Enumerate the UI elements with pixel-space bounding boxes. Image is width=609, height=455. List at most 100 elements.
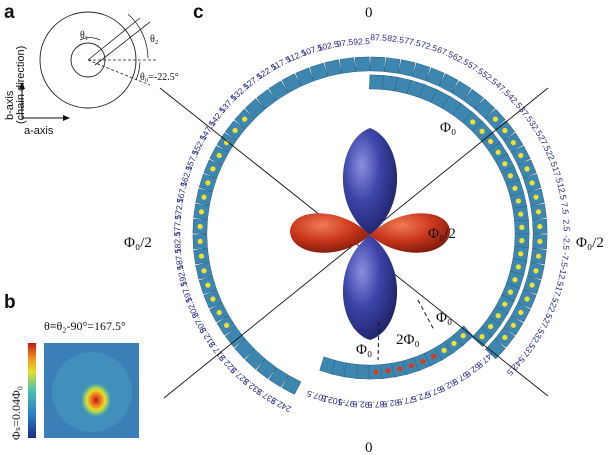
b-axis-label: b-axis <box>4 90 16 120</box>
inner-right-tile <box>514 233 530 249</box>
zero-bottom-label: 0 <box>365 440 373 455</box>
theta0-label: θ₀=-22.5° <box>140 72 179 83</box>
outer-angle-label: 187.5 <box>173 248 186 271</box>
outer-tile <box>216 315 237 336</box>
outer-right-tile <box>425 67 445 87</box>
outer-right-tile <box>398 59 416 77</box>
outer-right-tile <box>530 248 547 265</box>
outer-angle-label: 172.5 <box>173 197 186 220</box>
outer-tile <box>309 62 328 81</box>
outer-right-tile <box>511 145 531 166</box>
panel-b-letter: b <box>4 292 16 313</box>
outer-tile <box>268 367 289 388</box>
right-angle-label: 2.5 <box>561 219 572 232</box>
outer-tile <box>195 262 213 280</box>
lobe-left <box>290 213 370 253</box>
inner-right-tile <box>471 326 493 347</box>
outer-right-tile <box>523 276 542 295</box>
outer-right-tile <box>485 338 506 360</box>
outer-tile <box>256 358 277 380</box>
outer-angle-label: 97.5 <box>336 37 354 49</box>
right-angle-label: 7.5 <box>559 202 571 215</box>
right-angle-label: 12.5 <box>555 182 568 201</box>
outer-right-tile <box>503 132 524 153</box>
panel-b-title: θ≡θ₂-90°=167.5° <box>44 319 126 333</box>
inner-right-tile <box>500 166 520 186</box>
right-angle-label: -2.5 <box>561 235 572 250</box>
outer-right-tile <box>517 289 537 309</box>
dash-lower-right <box>417 299 435 331</box>
outer-right-tile <box>503 315 524 336</box>
outer-right-tile <box>527 188 545 206</box>
outer-right-tile <box>485 108 506 130</box>
outer-tile <box>193 248 210 265</box>
bottom-angle-label: -87.5 <box>367 399 387 410</box>
bottom-angle-label: -97.5 <box>337 397 358 409</box>
right-angle-label: -42.5 <box>505 356 526 377</box>
vortex-spot <box>81 383 111 417</box>
outer-right-tile <box>438 73 459 93</box>
theta0-arc <box>135 61 141 81</box>
right-angle-label: 77.5 <box>403 35 422 48</box>
outer-tile <box>234 108 255 130</box>
outer-tile <box>198 276 217 295</box>
outer-tile <box>192 219 208 235</box>
theta1-arc <box>79 37 101 41</box>
theta2-arc <box>127 13 149 59</box>
inner-right-tile <box>509 192 528 210</box>
outer-right-tile <box>511 302 531 323</box>
panel-c-letter: c <box>193 2 204 23</box>
outer-angle-label: 92.5 <box>353 36 370 47</box>
outer-tile <box>224 120 246 141</box>
inner-right-tile <box>514 219 530 235</box>
right-angle-label: -7.5 <box>559 252 571 268</box>
outer-tile <box>339 57 356 74</box>
outer-angle-label: 192.5 <box>175 264 189 287</box>
outer-right-tile <box>384 57 401 74</box>
right-angle-label: 72.5 <box>420 39 439 54</box>
phi0-lower-right-label: Φ₀ <box>436 310 452 326</box>
phi0-half-center-label: Φ₀/2 <box>428 226 456 242</box>
inner-right-tile <box>512 206 529 223</box>
bottom-angle-label: -82.5 <box>382 397 403 409</box>
outer-right-tile <box>527 262 545 280</box>
outer-tile <box>244 349 266 370</box>
outer-angle-label: 242.5 <box>269 395 293 414</box>
theta2-line-a <box>87 17 141 61</box>
outer-angle-label: 182.5 <box>172 231 183 253</box>
outer-right-tile <box>494 327 516 348</box>
colorbar-label: Φₛ=0.04Φ₀ <box>9 386 23 440</box>
a-axis-label: a-axis <box>24 125 54 137</box>
outer-tile <box>193 203 210 220</box>
outer-tile <box>224 327 246 348</box>
zero-top-label: 0 <box>365 5 373 21</box>
panel-a-diagram: θ₁ θ₂ θ₀=-22.5° b-axis (chain direction)… <box>4 11 179 137</box>
outer-tile <box>234 338 255 360</box>
outer-right-tile <box>369 56 385 72</box>
outer-angle-label: 177.5 <box>172 214 183 236</box>
lobe-bottom <box>342 235 398 340</box>
outer-right-tile <box>532 219 548 235</box>
theta2-line-b <box>94 21 151 66</box>
outer-tile <box>295 67 315 87</box>
outer-tile <box>355 56 371 72</box>
inner-right-tile <box>512 245 529 262</box>
right-angle-label: 17.5 <box>550 165 565 184</box>
outer-tile <box>192 233 208 249</box>
outer-tile <box>268 80 289 101</box>
theta0-line <box>87 59 151 86</box>
phi0-upper-label: Φ₀ <box>440 120 456 136</box>
outer-tile <box>244 98 266 119</box>
outer-tile <box>203 289 223 309</box>
outer-right-tile <box>451 80 472 101</box>
outer-angle-label: 102.5 <box>317 39 340 53</box>
outer-right-tile <box>530 203 547 220</box>
outer-right-tile <box>412 62 431 81</box>
phi0-lower-left-label: Φ₀ <box>356 342 372 358</box>
outer-right-tile <box>523 173 542 192</box>
chain-direction-label: (chain direction) <box>15 46 27 124</box>
phi0-half-left-label: Φ₀/2 <box>124 235 152 251</box>
inner-right-tile <box>369 74 385 90</box>
theta1-label: θ₁ <box>80 30 88 41</box>
